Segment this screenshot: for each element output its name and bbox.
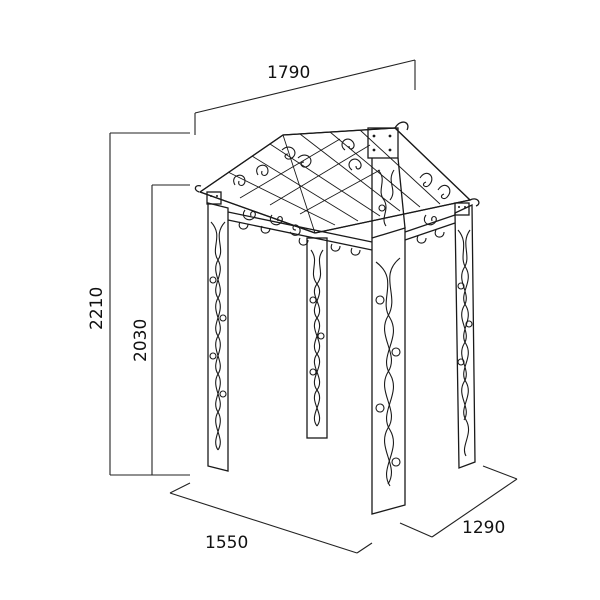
dimension-2030: 2030	[131, 184, 190, 475]
dimension-label-2030: 2030	[131, 319, 151, 362]
gazebo-structure	[194, 121, 480, 515]
side-lintel	[404, 214, 456, 244]
dimension-1290: 1290	[399, 465, 518, 538]
dimension-label-2210: 2210	[87, 287, 107, 330]
dimension-label-1790: 1790	[267, 63, 310, 83]
dimension-label-1550: 1550	[205, 533, 248, 553]
post-back-right	[454, 203, 476, 469]
post-front-right	[367, 127, 406, 515]
front-lintel	[227, 211, 373, 256]
dimension-1550: 1550	[169, 482, 373, 554]
dimension-1790: 1790	[194, 59, 416, 135]
post-front-left	[207, 202, 229, 472]
dimension-2210: 2210	[87, 132, 190, 476]
roof	[194, 121, 480, 236]
dimension-label-1290: 1290	[462, 518, 505, 538]
post-back-left	[306, 237, 328, 439]
